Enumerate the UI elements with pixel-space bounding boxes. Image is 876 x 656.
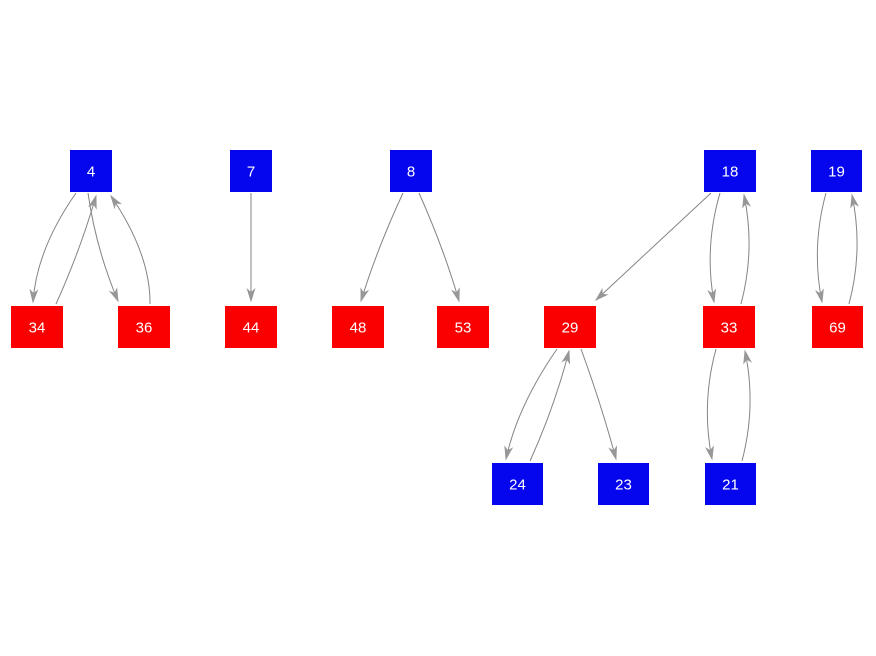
node-44-box [225,306,277,348]
node-44-label: 44 [243,319,260,336]
edge-4-to-36 [87,192,119,303]
edge-8-to-53 [418,192,460,303]
edge-34-to-4 [55,194,97,305]
edge-4-to-34 [29,192,77,304]
node-36-box [118,306,170,348]
node-21-label: 21 [722,476,739,493]
node-4: 4 [70,150,112,192]
node-23: 23 [598,463,649,505]
edge-8-to-48 [360,192,404,303]
node-69: 69 [812,306,863,348]
node-69-box [812,306,863,348]
edges-layer [29,192,860,462]
edge-33-to-21 [705,348,717,461]
node-24-box [492,463,543,505]
edge-29-to-24 [504,348,558,461]
node-7-label: 7 [247,163,255,180]
node-18-box [704,150,756,192]
node-36-label: 36 [136,319,153,336]
node-7: 7 [230,150,272,192]
node-19: 19 [811,150,862,192]
edge-36-to-4 [110,194,151,305]
edge-24-to-29 [529,349,571,462]
node-34: 34 [11,306,63,348]
node-29-box [544,306,596,348]
node-53-label: 53 [455,319,472,336]
node-8-label: 8 [407,163,415,180]
node-7-box [230,150,272,192]
node-4-label: 4 [87,163,95,180]
node-33-box [703,306,755,348]
node-34-box [11,306,63,348]
node-53: 53 [437,306,489,348]
node-21: 21 [705,463,756,505]
node-36: 36 [118,306,170,348]
edge-69-to-19 [848,193,860,305]
node-21-box [705,463,756,505]
edge-29-to-23 [580,348,617,461]
nodes-layer: 4 7 8 18 19 34 36 44 48 53 29 33 69 24 23 21 [11,150,863,505]
node-48-label: 48 [350,319,367,336]
edge-19-to-69 [815,192,827,304]
node-33-label: 33 [721,319,738,336]
node-23-label: 23 [615,476,632,493]
node-18-label: 18 [722,163,739,180]
node-48-box [332,306,384,348]
edge-18-to-33 [707,192,721,304]
node-8-box [390,150,432,192]
node-23-box [598,463,649,505]
node-4-box [70,150,112,192]
node-44: 44 [225,306,277,348]
node-29-label: 29 [562,319,579,336]
node-53-box [437,306,489,348]
node-8: 8 [390,150,432,192]
edge-33-to-18 [740,193,752,305]
node-19-box [811,150,862,192]
node-24: 24 [492,463,543,505]
node-48: 48 [332,306,384,348]
edge-18-to-29 [594,192,712,302]
node-34-label: 34 [29,319,46,336]
node-29: 29 [544,306,596,348]
node-33: 33 [703,306,755,348]
node-69-label: 69 [829,319,846,336]
edge-21-to-33 [741,349,753,462]
node-24-label: 24 [509,476,526,493]
node-18: 18 [704,150,756,192]
node-19-label: 19 [828,163,845,180]
